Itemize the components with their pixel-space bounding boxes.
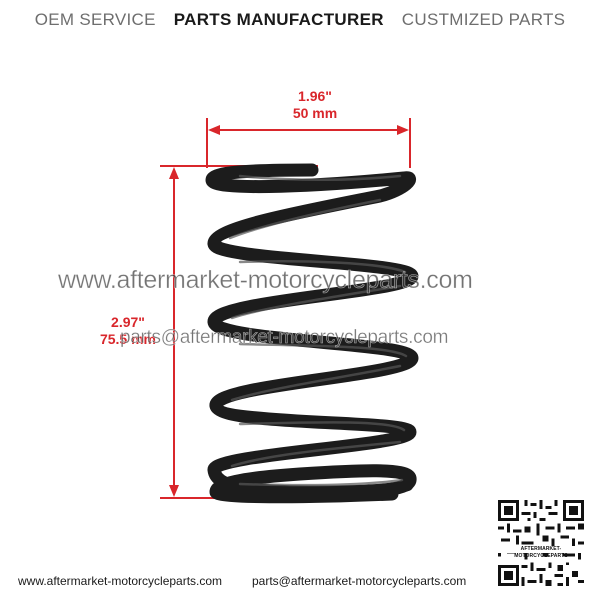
footer-email-link[interactable]: parts@aftermarket-motorcycleparts.com (252, 574, 467, 588)
qr-caption: AFTERMARKET-MOTORCYCLEPARTS (494, 546, 588, 559)
width-dimension-label: 1.96" 50 mm (270, 88, 360, 122)
header-bar: OEM SERVICE PARTS MANUFACTURER CUSTMIZED… (0, 0, 600, 40)
footer-website-link[interactable]: www.aftermarket-motorcycleparts.com (18, 574, 223, 588)
width-inches: 1.96" (298, 88, 332, 104)
width-millimeters: 50 mm (292, 105, 338, 121)
watermark-email: parts@aftermarket-motorcycleparts.com (120, 327, 449, 349)
watermark-url: www.aftermarket-motorcycleparts.com (58, 266, 474, 295)
height-millimeters: 75.5 mm (99, 331, 157, 347)
header-parts-manufacturer: PARTS MANUFACTURER (173, 10, 384, 29)
dimension-lines (160, 118, 411, 499)
header-customized-parts: CUSTMIZED PARTS (401, 10, 566, 29)
coil-spring (205, 163, 419, 504)
qr-code-icon (498, 500, 584, 586)
header-oem-service: OEM SERVICE (34, 10, 156, 29)
height-inches: 2.97" (111, 314, 145, 330)
height-dimension-label: 2.97" 75.5 mm (88, 314, 168, 348)
